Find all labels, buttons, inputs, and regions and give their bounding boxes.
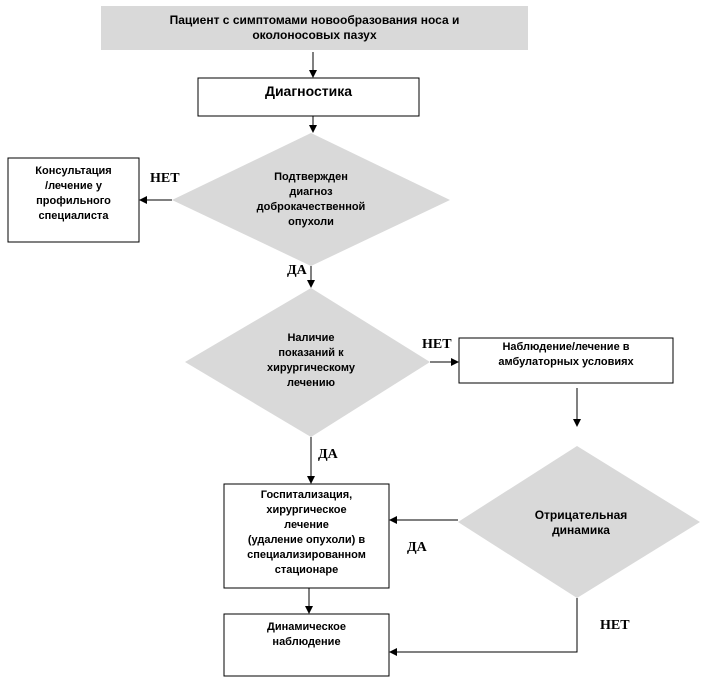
edge-label-yes-indications: ДА bbox=[287, 263, 307, 278]
hospitalization-box bbox=[223, 483, 390, 589]
indications-diamond bbox=[185, 288, 430, 437]
indications-label: Наличие показаний к хирургическому лечен… bbox=[266, 332, 355, 389]
edge-label-yes-negative: ДА bbox=[407, 540, 427, 555]
patient-box bbox=[101, 6, 528, 50]
edge-label-no-dynamic: НЕТ bbox=[600, 618, 630, 633]
observation-label: Наблюдение/лечение в амбулаторных услови… bbox=[498, 341, 634, 368]
confirmed-diamond bbox=[172, 133, 450, 266]
diagnostics-label: Диагностика bbox=[264, 83, 353, 99]
patient-label: Пациент с симптомами новообразования нос… bbox=[169, 13, 460, 42]
hospitalization-label: Госпитализация, хирургическое лечение (у… bbox=[247, 489, 366, 576]
dynamic-box bbox=[223, 613, 390, 677]
diagnostics-box bbox=[197, 77, 420, 117]
dynamic-label: Динамическое наблюдение bbox=[267, 621, 346, 648]
edge-label-yes-hospitalization: ДА bbox=[318, 447, 338, 462]
consultation-box bbox=[7, 157, 140, 243]
confirmed-label: Подтвержден диагноз доброкачественной оп… bbox=[256, 171, 366, 228]
observation-box bbox=[458, 337, 674, 384]
negative-label: Отрицательная динамика bbox=[534, 508, 628, 537]
consultation-label: Консультация /лечение у профильного спец… bbox=[35, 165, 112, 222]
edge-label-no-observation: НЕТ bbox=[422, 337, 452, 352]
negative-diamond bbox=[458, 446, 700, 598]
edge-label-no-consultation: НЕТ bbox=[150, 171, 180, 186]
arrow-negative-dynamic bbox=[389, 598, 578, 656]
